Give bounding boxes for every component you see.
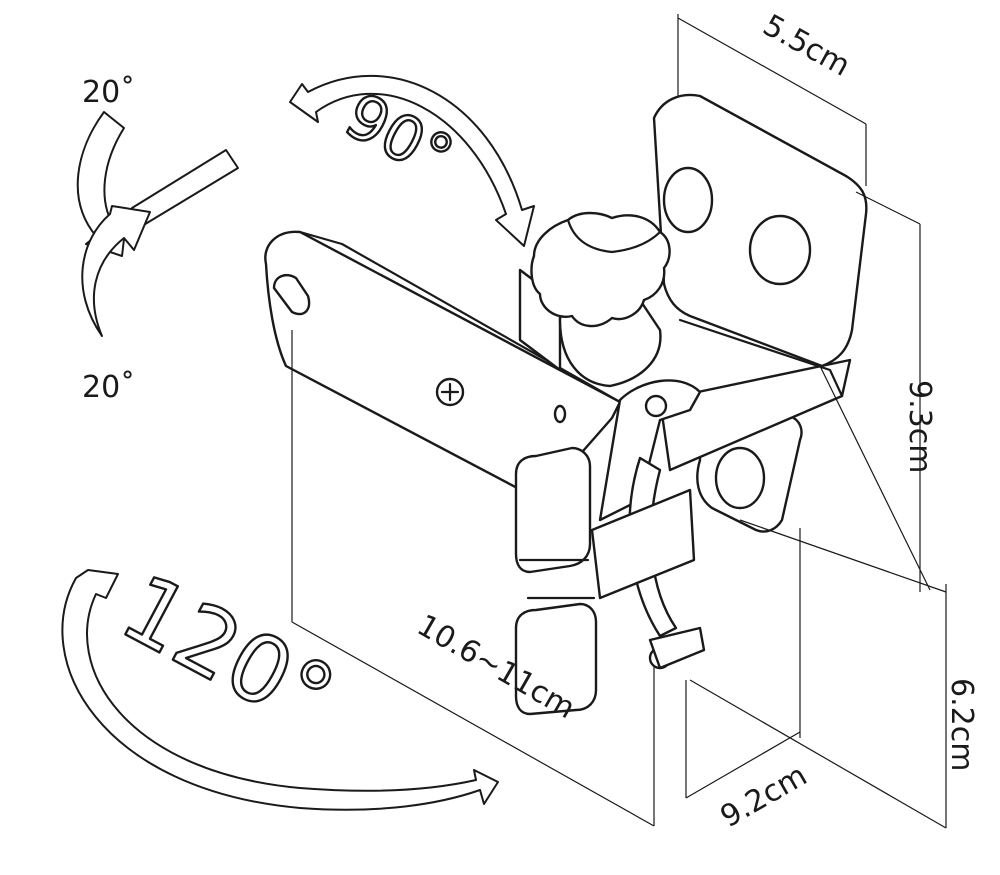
pivot-pin-top (644, 394, 668, 418)
tilt-up-label: 20˚ (82, 75, 135, 110)
arm-plate (264, 230, 622, 502)
arm-small-hole (553, 404, 567, 424)
depth-top-label: 5.5cm (757, 8, 856, 84)
pan-arrow-icon (61, 569, 499, 811)
width-lower-label: 9.2cm (715, 758, 813, 835)
dimension-lines (291, 14, 947, 829)
height-lower-label: 6.2cm (944, 678, 979, 771)
tilt-arrows-icon (76, 111, 239, 337)
plate-hole-right (748, 214, 812, 286)
wall-plate (652, 93, 868, 533)
tilt-down-label: 20˚ (82, 370, 135, 405)
arm-slot (272, 274, 311, 316)
plate-hole-top (662, 166, 714, 234)
height-plate-label: 9.3cm (902, 380, 937, 473)
knob-icon (530, 211, 671, 388)
swivel-arrow-icon (289, 75, 535, 247)
mid-strap (514, 268, 706, 716)
pan-label: 120° (105, 554, 351, 753)
plate-hole-bottom (714, 446, 766, 510)
